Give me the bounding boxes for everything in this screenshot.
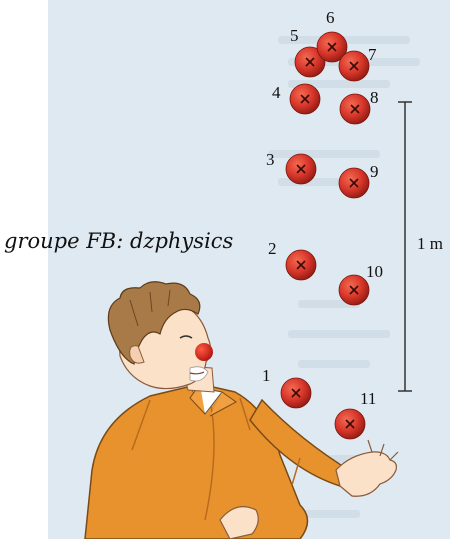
ball-5 xyxy=(294,46,326,78)
ball-8 xyxy=(339,93,371,125)
ball-label-2: 2 xyxy=(268,239,277,258)
ball-7 xyxy=(338,50,370,82)
ball-label-7: 7 xyxy=(368,45,377,64)
eye xyxy=(179,335,193,339)
ball-label-1: 1 xyxy=(262,366,271,385)
ball-3 xyxy=(285,153,317,185)
left-hand xyxy=(219,506,259,539)
watermark-text: groupe FB: dzphysics xyxy=(4,229,234,253)
ear xyxy=(129,345,145,364)
ball-label-10: 10 xyxy=(366,262,383,281)
ball-label-4: 4 xyxy=(272,83,281,102)
height-ruler xyxy=(398,101,412,392)
ball-label-5: 5 xyxy=(290,26,299,45)
ball-label-8: 8 xyxy=(370,88,379,107)
ball-label-3: 3 xyxy=(266,150,275,169)
ball-9 xyxy=(338,167,370,199)
right-hand xyxy=(335,451,397,497)
shirt xyxy=(84,383,309,539)
ball-1 xyxy=(280,377,312,409)
ball-2 xyxy=(285,249,317,281)
ball-label-9: 9 xyxy=(370,162,379,181)
ball-6 xyxy=(316,31,348,63)
clown-nose xyxy=(195,343,213,361)
ball-4 xyxy=(289,83,321,115)
balls xyxy=(280,31,371,440)
ball-11 xyxy=(334,408,366,440)
ball-label-11: 11 xyxy=(360,389,377,408)
ball-10 xyxy=(338,274,370,306)
juggler xyxy=(84,281,399,539)
ball-label-6: 6 xyxy=(326,8,335,27)
ruler-label: 1 m xyxy=(417,234,443,253)
